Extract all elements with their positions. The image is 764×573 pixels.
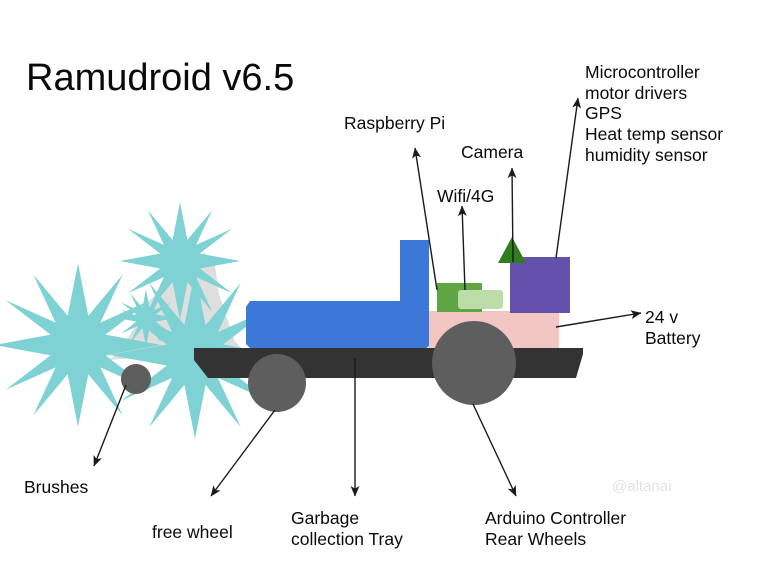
camera-antenna-shape[interactable]	[498, 237, 526, 263]
garbage-collection-tray-shape[interactable]	[246, 240, 429, 352]
arrow-battery	[555, 310, 642, 328]
brush-icon	[0, 263, 162, 427]
page-title: Ramudroid v6.5	[26, 57, 295, 99]
arrow-arduino-rear-wheels	[472, 403, 517, 497]
arrow-brushes	[93, 384, 127, 467]
wifi-module-shape[interactable]	[458, 290, 503, 309]
brush-icon	[116, 289, 176, 347]
label-free-wheel: free wheel	[152, 522, 233, 542]
small-front-wheel-shape[interactable]	[121, 364, 151, 394]
arrow-microcontroller	[555, 97, 582, 259]
label-brushes: Brushes	[24, 477, 89, 497]
arrow-camera	[507, 167, 517, 263]
label-arduino-rear-wheels: Arduino Controller Rear Wheels	[485, 508, 627, 549]
label-microcontroller-stack: Microcontroller motor drivers GPS Heat t…	[585, 62, 724, 165]
leader-arrows	[93, 97, 642, 497]
arrow-free-wheel	[210, 409, 276, 497]
watermark: @altanai	[612, 478, 672, 495]
label-raspberry-pi: Raspberry Pi	[344, 113, 446, 133]
label-garbage-collection-tray: Garbage collection Tray	[291, 508, 403, 549]
arrow-wifi	[457, 205, 467, 291]
label-camera: Camera	[461, 142, 524, 162]
brush-icon	[119, 202, 241, 320]
rear-wheel-shape[interactable]	[432, 321, 516, 405]
arrow-raspberry-pi	[412, 147, 438, 291]
free-wheel-shape[interactable]	[248, 354, 306, 412]
brushes-group[interactable]	[0, 202, 281, 439]
label-battery: 24 v Battery	[645, 307, 701, 348]
microcontroller-box-shape[interactable]	[510, 257, 570, 313]
label-wifi: Wifi/4G	[437, 186, 495, 206]
